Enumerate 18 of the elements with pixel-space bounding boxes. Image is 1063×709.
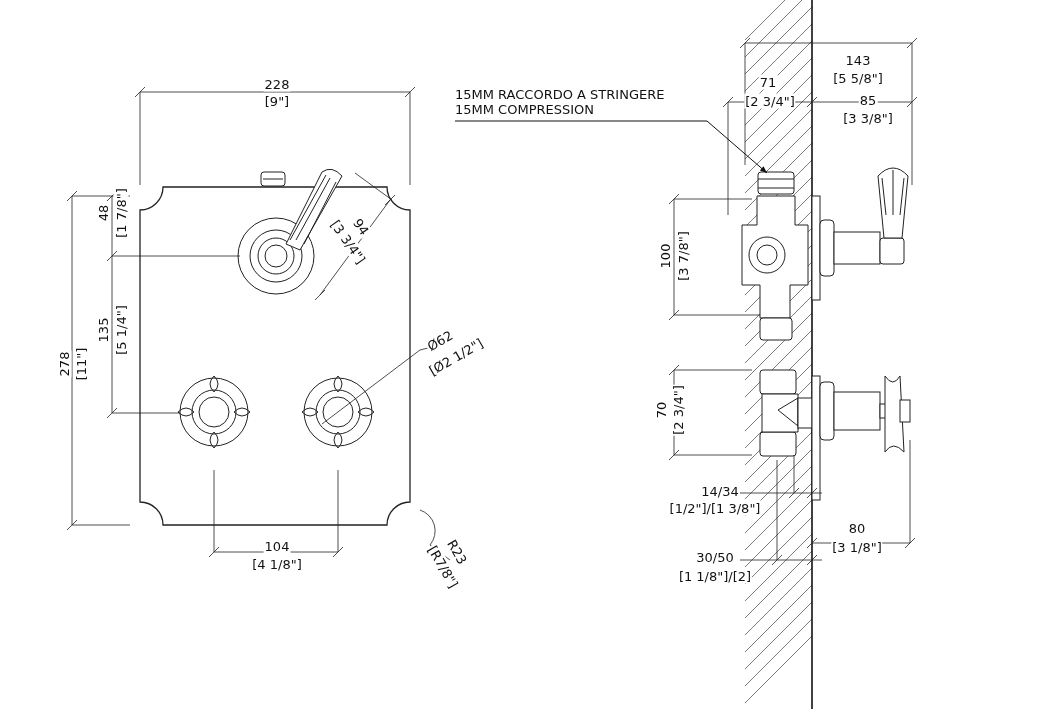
callout-text: 15MM COMPRESSION (455, 102, 595, 117)
dimension-label: 71 (758, 74, 778, 90)
dimension-label: [5 5/8"] (832, 70, 884, 86)
dimension-label: [5 1/4"] (113, 304, 129, 356)
dimension-label: [1/2"]/[1 3/8"] (668, 500, 762, 516)
dimension-label: [3 3/8"] (842, 110, 894, 126)
dimension-label: [1 7/8"] (113, 187, 129, 239)
dimension-label: [4 1/8"] (251, 556, 303, 572)
dimension-label: [3 1/8"] (831, 539, 883, 555)
dimension-label: [1 1/8"]/[2] (677, 568, 753, 584)
callout-text: 15MM RACCORDO A STRINGERE (455, 87, 666, 102)
dimension-label: [2 3/4"] (744, 93, 796, 109)
dimension-label: [3 7/8"] (675, 230, 691, 282)
dimension-label: [2 3/4"] (670, 384, 686, 436)
compression-fitting (755, 171, 797, 195)
dimension-label: [11"] (73, 346, 89, 382)
leader-line (454, 120, 768, 174)
dimension-label: [9"] (263, 93, 291, 109)
